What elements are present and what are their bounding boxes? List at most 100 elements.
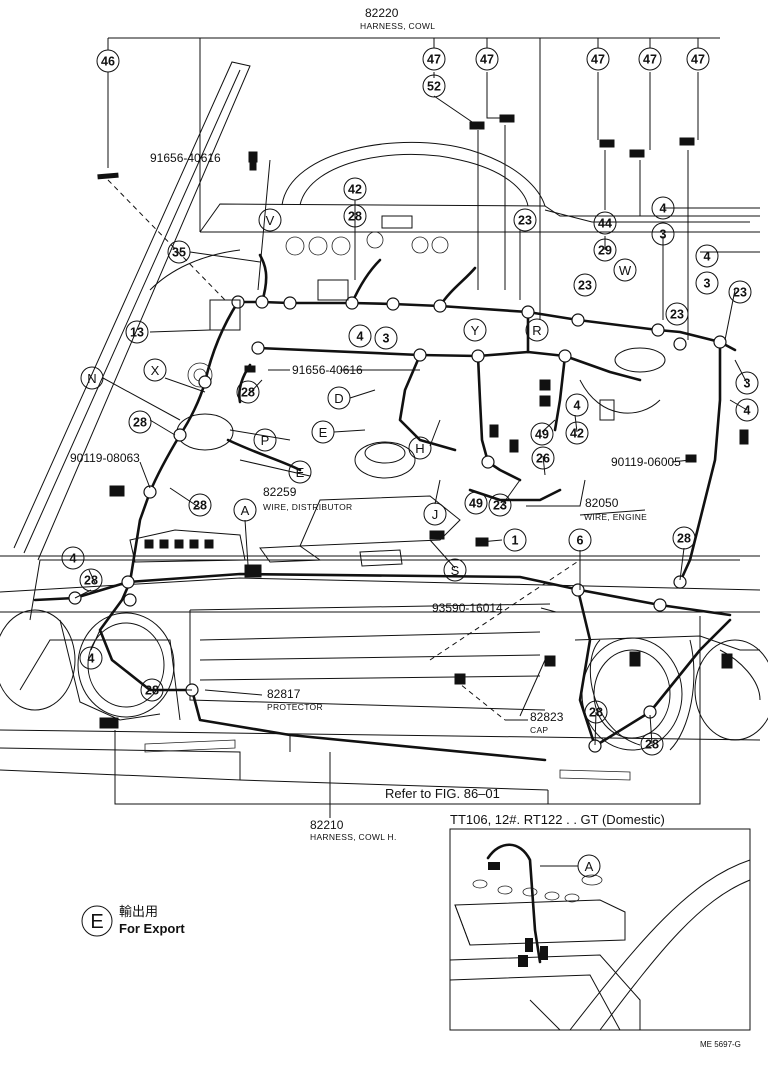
svg-text:47: 47 [427,53,441,67]
callout-28: 28 [584,700,608,724]
callout-6: 6 [568,528,592,552]
callout-42: 42 [343,177,367,201]
svg-text:28: 28 [241,386,255,400]
harness-cowl-number: 82220 [365,6,399,20]
letter-J: J [423,502,447,526]
callout-3: 3 [695,271,719,295]
harness-junctions [68,295,727,753]
svg-text:52: 52 [427,80,441,94]
svg-text:J: J [432,507,439,522]
letter-Y: Y [463,318,487,342]
callout-23: 23 [728,280,752,304]
svg-text:R: R [532,323,541,338]
cap-number: 82823 [530,710,564,724]
letter-callouts: V W Y R N X D E H P E J A S [80,208,637,582]
reference-note: Refer to FIG. 86–01 [385,786,500,801]
svg-text:23: 23 [493,499,507,513]
svg-text:4: 4 [744,404,751,418]
callout-4: 4 [79,646,103,670]
svg-text:V: V [266,213,275,228]
callout-28: 28 [188,493,212,517]
letter-E: E [311,420,335,444]
svg-text:4: 4 [88,652,95,666]
svg-text:26: 26 [536,452,550,466]
svg-text:3: 3 [383,332,390,346]
letter-R: R [525,318,549,342]
callout-35: 35 [167,240,191,264]
svg-text:A: A [241,503,250,518]
letter-W: W [613,258,637,282]
svg-text:13: 13 [130,326,144,340]
callout-28: 28 [236,380,260,404]
vehicle-body-outline [0,61,768,791]
svg-text:4: 4 [574,399,581,413]
callout-1: 1 [503,528,527,552]
callout-3: 3 [651,222,675,246]
svg-text:3: 3 [704,277,711,291]
callout-4: 4 [565,393,589,417]
callout-4: 4 [61,546,85,570]
wire-distributor-number: 82259 [263,485,297,499]
svg-text:W: W [619,263,632,278]
svg-text:23: 23 [518,214,532,228]
svg-text:28: 28 [145,684,159,698]
svg-text:X: X [151,363,160,378]
svg-text:P: P [261,433,270,448]
callout-numbers: 46 47 47 47 47 47 52 42 28 23 44 4 3 29 … [61,47,759,756]
svg-text:46: 46 [101,55,115,69]
svg-text:28: 28 [348,210,362,224]
part-labels: 82220 HARNESS, COWL 91656-40616 91656-40… [70,6,681,842]
svg-text:47: 47 [591,53,605,67]
callout-52: 52 [422,74,446,98]
svg-text:D: D [334,391,343,406]
letter-A-inset: A [577,854,601,878]
letter-H: H [408,436,432,460]
grommet-number: 93590-16014 [432,601,503,615]
wire-distributor-name: WIRE, DISTRIBUTOR [263,502,352,512]
wire-engine-name: WIRE, ENGINE [584,512,647,522]
svg-text:44: 44 [598,217,612,231]
wire-engine-number: 82050 [585,496,619,510]
connector-parts [97,114,749,729]
callout-47: 47 [586,47,610,71]
letter-D: D [327,386,351,410]
callout-47: 47 [475,47,499,71]
svg-text:S: S [451,563,460,578]
callout-47: 47 [638,47,662,71]
callout-13: 13 [125,320,149,344]
screw-number-left: 90119-08063 [70,451,140,465]
svg-text:H: H [415,441,424,456]
callout-28: 28 [343,204,367,228]
letter-N: N [80,366,104,390]
letter-V: V [258,208,282,232]
callout-42: 42 [565,421,589,445]
svg-text:42: 42 [348,183,362,197]
svg-text:E: E [296,465,305,480]
callout-23: 23 [488,493,512,517]
protector-name: PROTECTOR [267,702,323,712]
svg-text:1: 1 [512,534,519,548]
letter-A: A [233,498,257,522]
svg-text:A: A [585,859,594,874]
svg-text:6: 6 [577,534,584,548]
letter-E: E [288,460,312,484]
callout-28: 28 [140,678,164,702]
svg-text:23: 23 [733,286,747,300]
letter-X: X [143,358,167,382]
svg-text:47: 47 [691,53,705,67]
svg-text:23: 23 [578,279,592,293]
harness-cowl-name: HARNESS, COWL [360,21,435,31]
drawing-code: ME 5697-G [700,1040,741,1049]
legend-english: For Export [119,921,185,936]
svg-text:28: 28 [677,532,691,546]
legend-japanese: 輸出用 [119,905,158,920]
svg-text:47: 47 [643,53,657,67]
letter-S: S [443,558,467,582]
harness-cowl-h-name: HARNESS, COWL H. [310,832,397,842]
svg-text:49: 49 [535,428,549,442]
svg-text:3: 3 [744,377,751,391]
legend-export: E 輸出用 For Export [81,905,185,937]
callout-4: 4 [735,398,759,422]
letter-P: P [253,428,277,452]
